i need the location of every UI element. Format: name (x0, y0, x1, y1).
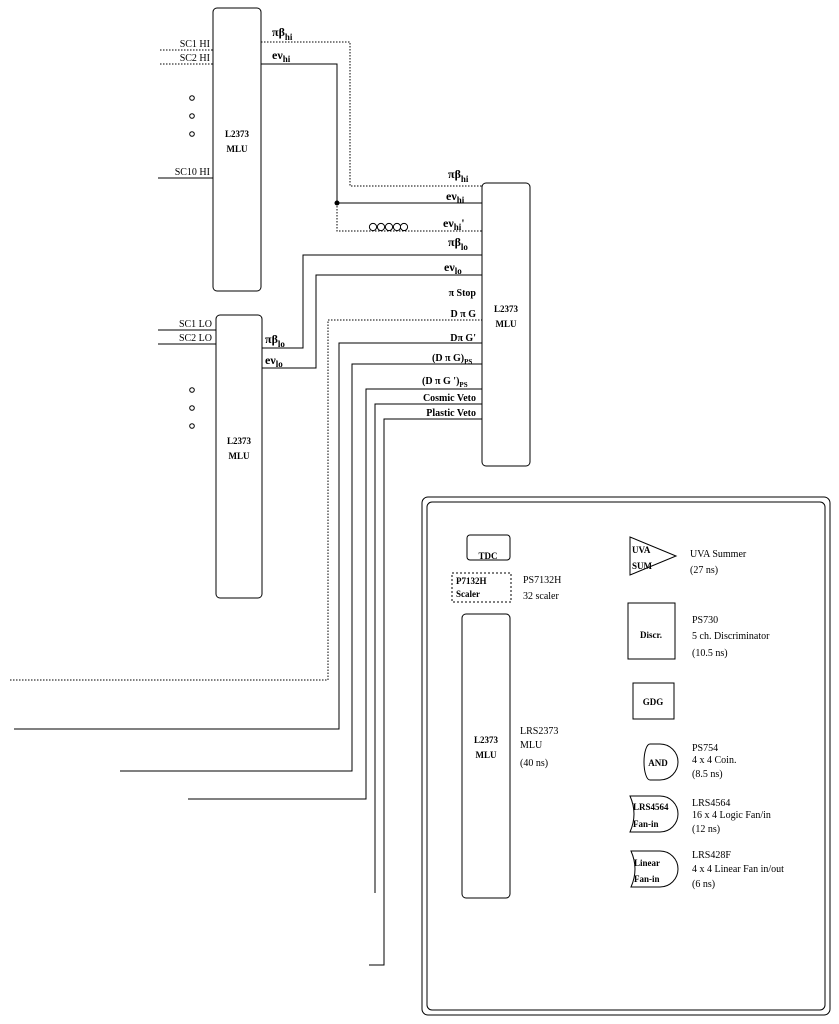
legend-gdg-box (632, 682, 675, 720)
central-input-pibeta-lo: πβlo (448, 235, 468, 252)
legend-fanin-label-line1: LRS4564 (633, 802, 669, 812)
legend-linear-label-line1: Linear (634, 858, 660, 868)
legend-linear-desc-line3: (6 ns) (692, 879, 715, 890)
legend-mlu-label-line1: L2373 (474, 735, 499, 745)
ellipsis-dots-upper (189, 95, 195, 137)
upper-output-pibeta-hi: πβhi (272, 25, 293, 42)
central-mlu-label-line1: L2373 (494, 304, 519, 314)
central-input-enu-hi-prime: eνhi' (443, 216, 465, 232)
lower-mlu-label-line1: L2373 (227, 436, 252, 446)
legend-mlu-desc-line1: LRS2373 (520, 726, 558, 737)
central-input-plastic-veto: Plastic Veto (426, 408, 476, 419)
legend-scaler-box (451, 572, 512, 603)
central-input-pi-stop: π Stop (449, 288, 477, 299)
legend-uva-summer-symbol (629, 536, 678, 576)
input-sc1-hi: SC1 HI (180, 39, 210, 50)
central-input-cosmic-veto: Cosmic Veto (423, 393, 476, 404)
input-sc10-hi: SC10 HI (175, 167, 210, 178)
legend-mlu-desc-line3: (40 ns) (520, 758, 548, 769)
delay-coil-symbol (368, 222, 409, 232)
legend-fanin-label-line2: Fan-in (633, 819, 659, 829)
legend-discr-desc-line1: PS730 (692, 615, 718, 626)
legend-linear-label-line2: Fan-in (634, 874, 660, 884)
legend-fanin-desc-line1: LRS4564 (692, 798, 730, 809)
legend-fanin-desc-line3: (12 ns) (692, 824, 720, 835)
legend-and-desc-line2: 4 x 4 Coin. (692, 755, 736, 766)
upper-mlu-label-line2: MLU (227, 144, 248, 154)
input-sc1-lo: SC1 LO (179, 319, 212, 330)
legend-linear-desc-line2: 4 x 4 Linear Fan in/out (692, 864, 784, 875)
lower-mlu-label-line2: MLU (229, 451, 250, 461)
central-input-enu-hi: eνhi (446, 189, 465, 205)
legend-gdg-label: GDG (643, 697, 664, 707)
central-input-dpig-ps: (D π G)PS (432, 353, 472, 366)
legend-fanin-desc-line2: 16 x 4 Logic Fan/in (692, 810, 771, 821)
legend-discr-box (627, 602, 676, 660)
legend-and-gate-symbol (643, 743, 679, 781)
central-input-dpig: D π G (451, 309, 477, 320)
ellipsis-dots-lower (189, 387, 195, 429)
legend-scaler-label-line2: Scaler (456, 589, 480, 599)
legend-discr-desc-line3: (10.5 ns) (692, 648, 728, 659)
central-input-dpig-prime-ps: (D π G ')PS (422, 376, 468, 389)
input-sc2-lo: SC2 LO (179, 333, 212, 344)
legend-linear-desc-line1: LRS428F (692, 850, 731, 861)
lower-output-enu-lo: eνlo (265, 353, 283, 369)
central-input-pibeta-hi: πβhi (448, 167, 469, 184)
legend-discr-desc-line2: 5 ch. Discriminator (692, 631, 770, 642)
upper-output-enu-hi: eνhi (272, 48, 291, 64)
legend-mlu-box (461, 613, 511, 899)
legend-uva-label-line2: SUM (632, 561, 653, 571)
legend-logic-fanin-symbol (629, 795, 679, 833)
upper-mlu-label-line1: L2373 (225, 129, 250, 139)
legend-scaler-desc-line2: 32 scaler (523, 591, 559, 602)
legend-uva-desc-line2: (27 ns) (690, 565, 718, 576)
legend-linear-fanin-symbol (630, 850, 679, 888)
central-mlu-label-line2: MLU (496, 319, 517, 329)
legend-scaler-desc-line1: PS7132H (523, 575, 561, 586)
legend-discr-label: Discr. (640, 630, 662, 640)
legend-and-desc-line3: (8.5 ns) (692, 769, 723, 780)
legend-and-desc-line1: PS754 (692, 743, 718, 754)
lower-output-pibeta-lo: πβlo (265, 332, 285, 349)
legend-scaler-label-line1: P7132H (456, 576, 487, 586)
central-input-dpig-prime: Dπ G' (450, 333, 476, 344)
legend-mlu-desc-line2: MLU (520, 740, 543, 751)
upper-mlu-module (212, 7, 262, 292)
legend-tdc-label: TDC (478, 551, 497, 561)
central-input-enu-lo: eνlo (444, 260, 462, 276)
input-sc2-hi: SC2 HI (180, 53, 210, 64)
legend-mlu-label-line2: MLU (476, 750, 497, 760)
legend-uva-desc-line1: UVA Summer (690, 549, 747, 560)
central-mlu-module (481, 182, 531, 467)
legend-and-label: AND (648, 758, 668, 768)
legend-panel (421, 496, 831, 1016)
lower-mlu-module (215, 314, 263, 599)
legend-uva-label-line1: UVA (632, 545, 651, 555)
legend-tdc-box (466, 534, 511, 561)
